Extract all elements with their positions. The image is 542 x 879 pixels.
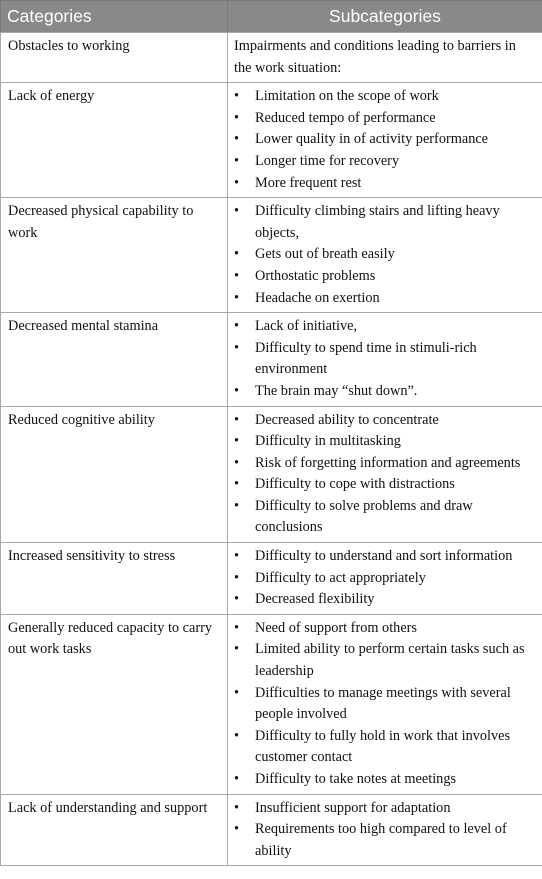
subcategory-cell: Difficulty climbing stairs and lifting h…	[227, 197, 542, 314]
list-item: Limited ability to perform certain tasks…	[234, 639, 536, 682]
list-item: Requirements too high compared to level …	[234, 819, 536, 862]
category-cell: Obstacles to working	[0, 31, 228, 84]
category-cell: Reduced cognitive ability	[0, 405, 228, 544]
subcategory-list: Difficulty to understand and sort inform…	[234, 546, 536, 611]
list-item: Longer time for recovery	[234, 151, 536, 173]
list-item: Need of support from others	[234, 618, 536, 640]
list-item: Lower quality in of activity performance	[234, 129, 536, 151]
category-cell: Decreased physical capability to work	[0, 197, 228, 314]
header-subcategories: Subcategories	[227, 0, 542, 33]
list-item: The brain may “shut down”.	[234, 381, 536, 403]
list-item: Headache on exertion	[234, 288, 536, 310]
list-item: More frequent rest	[234, 173, 536, 195]
category-cell: Lack of understanding and support	[0, 793, 228, 867]
subcategory-list: Decreased ability to concentrate Difficu…	[234, 410, 536, 540]
subcategory-cell: Need of support from others Limited abil…	[227, 613, 542, 795]
list-item: Decreased ability to concentrate	[234, 410, 536, 432]
header-row: Categories Subcategories	[0, 0, 542, 33]
subcategory-cell: Limitation on the scope of work Reduced …	[227, 82, 542, 199]
list-item: Reduced tempo of performance	[234, 108, 536, 130]
subcategory-list: Need of support from others Limited abil…	[234, 618, 536, 791]
header-categories: Categories	[0, 0, 228, 33]
table-row: Decreased mental stamina Lack of initiat…	[0, 312, 542, 407]
category-cell: Decreased mental stamina	[0, 312, 228, 407]
list-item: Difficulty climbing stairs and lifting h…	[234, 201, 536, 244]
list-item: Difficulty to take notes at meetings	[234, 769, 536, 791]
list-item: Risk of forgetting information and agree…	[234, 453, 536, 475]
list-item: Orthostatic problems	[234, 266, 536, 288]
list-item: Difficulty to spend time in stimuli-rich…	[234, 338, 536, 381]
subcategory-cell: Decreased ability to concentrate Difficu…	[227, 405, 542, 544]
category-cell: Generally reduced capacity to carry out …	[0, 613, 228, 795]
list-item: Difficulty to act appropriately	[234, 568, 536, 590]
subcategory-list: Difficulty climbing stairs and lifting h…	[234, 201, 536, 309]
table-row: Lack of energy Limitation on the scope o…	[0, 82, 542, 199]
list-item: Difficulties to manage meetings with sev…	[234, 683, 536, 726]
list-item: Gets out of breath easily	[234, 244, 536, 266]
subcategory-text: Impairments and conditions leading to ba…	[234, 38, 516, 76]
list-item: Difficulty to solve problems and draw co…	[234, 496, 536, 539]
category-cell: Lack of energy	[0, 82, 228, 199]
table-row: Generally reduced capacity to carry out …	[0, 613, 542, 795]
subcategory-cell: Insufficient support for adaptation Requ…	[227, 793, 542, 867]
table-row: Increased sensitivity to stress Difficul…	[0, 542, 542, 615]
subcategory-cell: Difficulty to understand and sort inform…	[227, 542, 542, 615]
subcategory-cell: Impairments and conditions leading to ba…	[227, 31, 542, 84]
list-item: Difficulty in multitasking	[234, 431, 536, 453]
subcategory-list: Lack of initiative, Difficulty to spend …	[234, 316, 536, 402]
list-item: Difficulty to cope with distractions	[234, 474, 536, 496]
table-row: Reduced cognitive ability Decreased abil…	[0, 405, 542, 544]
list-item: Limitation on the scope of work	[234, 86, 536, 108]
list-item: Insufficient support for adaptation	[234, 798, 536, 820]
subcategory-cell: Lack of initiative, Difficulty to spend …	[227, 312, 542, 407]
list-item: Difficulty to fully hold in work that in…	[234, 726, 536, 769]
list-item: Lack of initiative,	[234, 316, 536, 338]
list-item: Decreased flexibility	[234, 589, 536, 611]
table-row: Obstacles to working Impairments and con…	[0, 31, 542, 84]
subcategory-list: Insufficient support for adaptation Requ…	[234, 798, 536, 863]
category-cell: Increased sensitivity to stress	[0, 542, 228, 615]
table-row: Decreased physical capability to work Di…	[0, 197, 542, 314]
list-item: Difficulty to understand and sort inform…	[234, 546, 536, 568]
subcategory-list: Limitation on the scope of work Reduced …	[234, 86, 536, 194]
table-row: Lack of understanding and support Insuff…	[0, 793, 542, 867]
